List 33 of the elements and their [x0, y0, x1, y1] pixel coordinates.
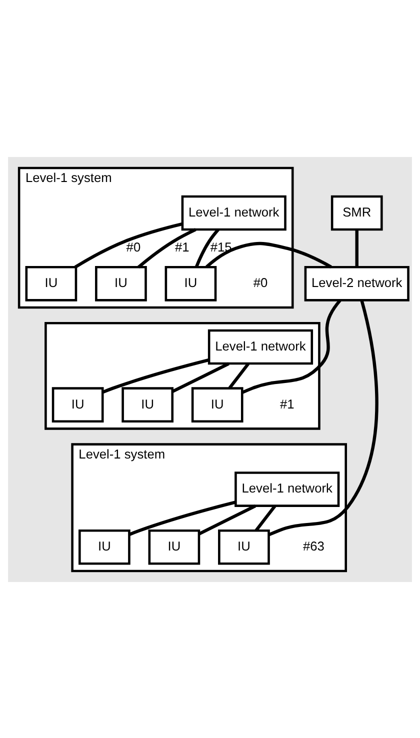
node-box: IU: [191, 386, 244, 422]
node-box: IU: [218, 528, 270, 564]
node-label: #63: [303, 538, 324, 554]
node-box: IU: [148, 528, 200, 564]
connector: [102, 358, 210, 394]
connector: [268, 300, 378, 536]
node-box: IU: [52, 386, 104, 422]
node-box: Level-1 network: [181, 194, 286, 230]
connector: [74, 222, 183, 268]
connector: [355, 229, 358, 266]
connector: [242, 298, 342, 394]
connector: [228, 362, 250, 389]
node-box: IU: [164, 266, 217, 301]
connector: [254, 504, 276, 531]
node-box: Level-1 network: [234, 471, 340, 506]
connector: [194, 228, 220, 267]
connector: [128, 500, 236, 536]
node-box: IU: [25, 266, 78, 301]
node-box: IU: [95, 266, 147, 301]
node-box: SMR: [330, 194, 383, 230]
node-box: IU: [78, 528, 130, 564]
cluster: [44, 322, 320, 430]
node-box: IU: [122, 386, 174, 422]
edge-label: #0: [126, 239, 141, 254]
connector: [206, 241, 332, 268]
node-label: #0: [253, 274, 268, 290]
node-box: Level-1 network: [208, 328, 314, 364]
connector: [172, 362, 230, 392]
connector: [138, 228, 196, 268]
connector: [198, 504, 256, 535]
edge-label: #1: [174, 239, 190, 254]
node-label: #1: [280, 396, 294, 411]
node-box: Level-2 network: [304, 266, 410, 301]
